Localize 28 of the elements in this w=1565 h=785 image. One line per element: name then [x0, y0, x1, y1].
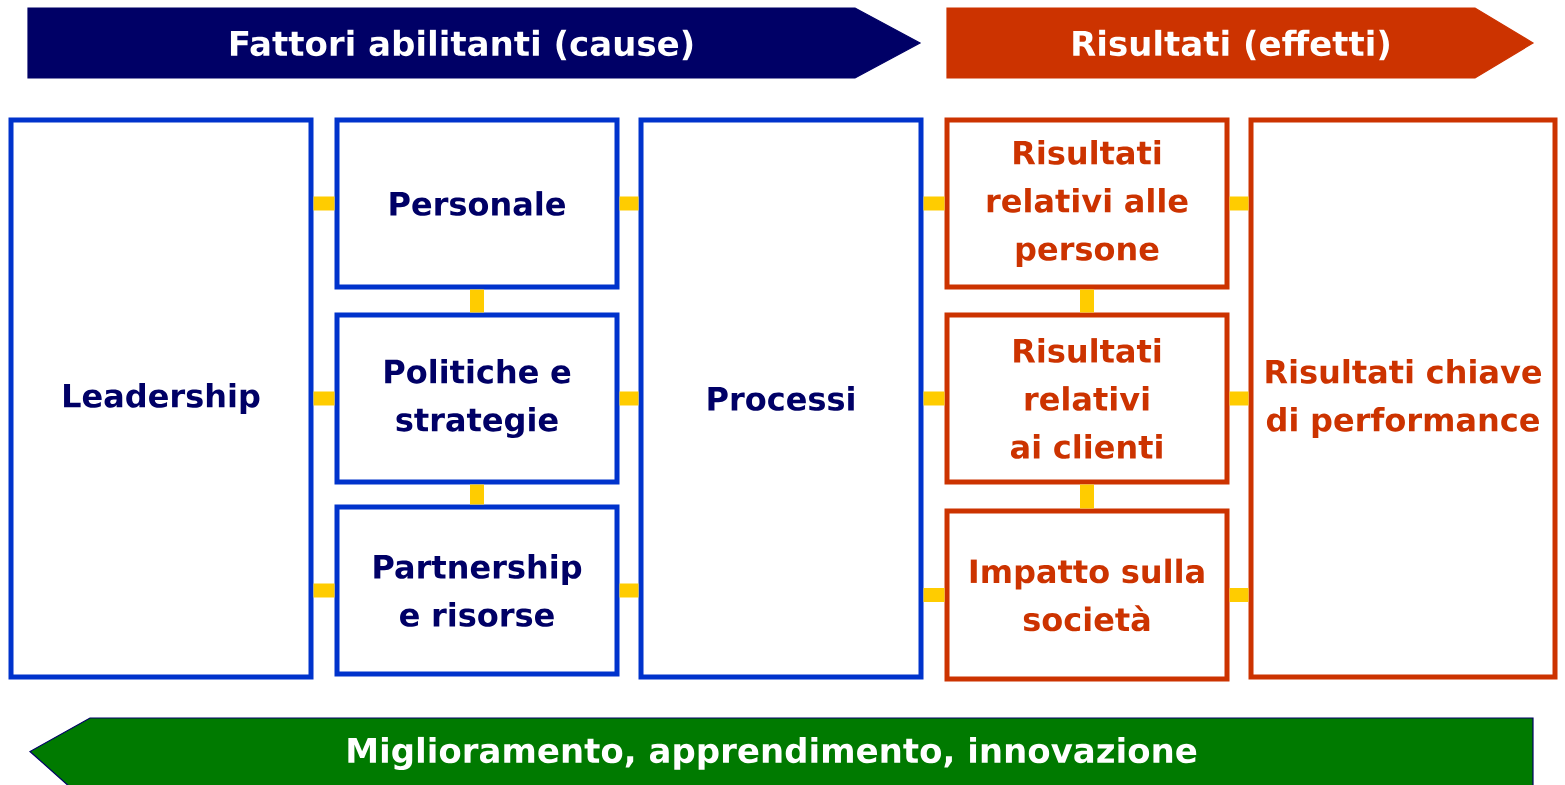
connector-bar: [1229, 391, 1249, 406]
connector-bar: [470, 484, 484, 505]
connector-bar: [1229, 196, 1249, 211]
text-box: Impatto sulla società: [944, 508, 1230, 682]
connector-bar: [923, 391, 945, 406]
connector-bar: [470, 289, 484, 313]
connector-bar: [619, 583, 639, 598]
heading-band: Miglioramento, apprendimento, innovazione: [29, 717, 1534, 785]
text-box: Risultati chiave di performance: [1248, 117, 1558, 680]
connector-bar: [313, 196, 335, 211]
text-box: Risultati relativi alle persone: [944, 117, 1230, 290]
text-box: Politiche e strategie: [334, 312, 620, 485]
text-box: Processi: [638, 117, 924, 680]
connector-bar: [1080, 289, 1094, 313]
text-box: Leadership: [8, 117, 314, 680]
text-box: Partnership e risorse: [334, 504, 620, 677]
heading-band: Risultati (effetti): [946, 7, 1535, 79]
connector-bar: [619, 391, 639, 406]
connector-bar: [923, 196, 945, 211]
connector-bar: [619, 196, 639, 211]
connector-bar: [313, 583, 335, 598]
text-box: Risultati relativi ai clienti: [944, 312, 1230, 485]
connector-bar: [1080, 484, 1094, 509]
connector-bar: [923, 588, 945, 602]
connector-bar: [313, 391, 335, 406]
connector-bar: [1229, 588, 1249, 602]
heading-band: Fattori abilitanti (cause): [27, 7, 922, 79]
text-box: Personale: [334, 117, 620, 290]
